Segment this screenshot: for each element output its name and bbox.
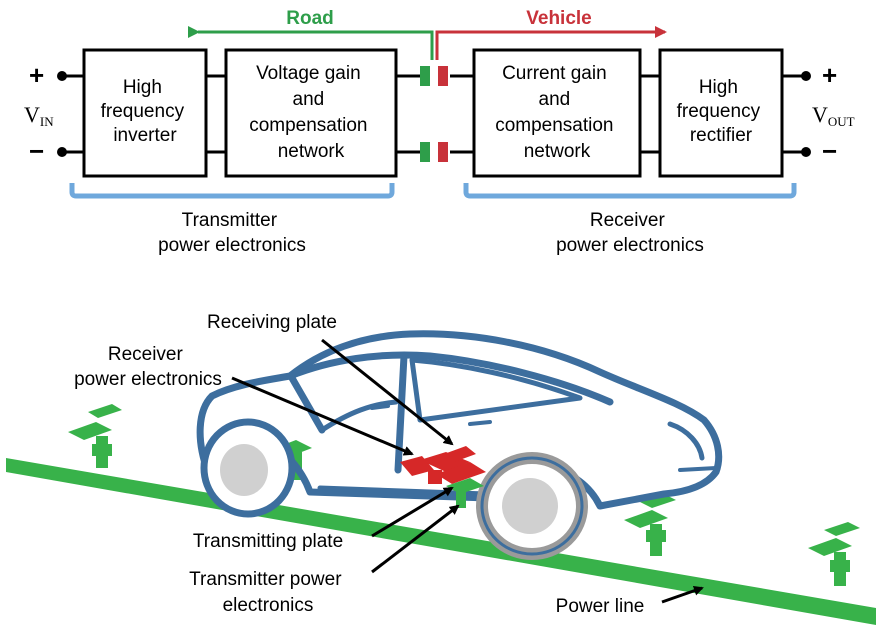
car-rear-window	[319, 399, 399, 433]
vin-plus-symbol: +	[29, 60, 44, 90]
power-line-label: Power line	[556, 596, 645, 617]
rectifier-block	[658, 48, 784, 178]
receiver-pe-label: Receiver power electronics	[74, 344, 222, 390]
car	[196, 330, 723, 510]
car-side-window	[409, 357, 583, 423]
road-plate-bottom	[420, 142, 430, 162]
vin-label: VIN	[24, 102, 54, 129]
transmitting-plate-arrow	[371, 486, 454, 538]
car-door-handle-2	[468, 420, 492, 426]
transmitter-bracket	[69, 183, 395, 199]
power-line-arrow	[661, 585, 704, 604]
receiver-pe-arrow	[231, 376, 414, 456]
receiving-plate-label: Receiving plate	[207, 312, 337, 333]
transmitting-plate-hw	[446, 478, 484, 508]
receiver-group-label: Receiver power electronics	[556, 210, 704, 256]
inverter-label: High frequency inverter	[101, 77, 190, 146]
transmitter-pe-label: Transmitter power electronics	[189, 569, 347, 616]
receiving-plate-arrow	[321, 338, 454, 446]
wires	[62, 74, 806, 154]
car-door-pillar	[394, 352, 408, 474]
car-roof-line	[286, 351, 614, 406]
vout-minus-symbol: −	[822, 136, 837, 166]
transmitter-group-label: Transmitter power electronics	[158, 210, 306, 256]
block-diagram: Road Vehicle + − VIN + − VOUT	[24, 8, 855, 256]
vout-plus-symbol: +	[822, 60, 837, 90]
car-windshield	[288, 374, 326, 434]
rectifier-label: High frequency rectifier	[677, 77, 766, 146]
charging-unit-1	[68, 404, 122, 468]
receiver-hardware	[400, 446, 486, 484]
car-front-light	[667, 421, 705, 461]
rear-wheel	[200, 418, 296, 518]
voltage-gain-label: Voltage gain and compensation network	[249, 63, 373, 162]
road-arrow	[188, 26, 434, 60]
charging-unit-4	[808, 522, 860, 586]
vehicle-label: Vehicle	[526, 8, 592, 29]
front-wheel	[476, 452, 588, 560]
road-plate-top	[420, 66, 430, 86]
voltage-gain-block	[224, 48, 398, 178]
vehicle-arrow	[435, 26, 667, 60]
transmitter-pe-arrow	[371, 504, 460, 574]
car-body-outline	[196, 330, 723, 510]
inverter-block	[82, 48, 208, 178]
transmitting-plate-label: Transmitting plate	[193, 531, 343, 552]
current-gain-block	[472, 48, 642, 178]
vout-label: VOUT	[812, 102, 855, 129]
vehicle-plate-top	[438, 66, 448, 86]
car-door-handle	[370, 404, 390, 410]
charging-unit-3	[624, 494, 676, 556]
vehicle-plate-bottom	[438, 142, 448, 162]
car-grille	[678, 466, 718, 472]
road-label: Road	[286, 8, 334, 29]
vin-minus-symbol: −	[29, 136, 44, 166]
receiver-bracket	[463, 183, 797, 199]
current-gain-label: Current gain and compensation network	[495, 63, 619, 162]
road-illustration: Receiving plate Receiver power electroni…	[6, 312, 876, 625]
